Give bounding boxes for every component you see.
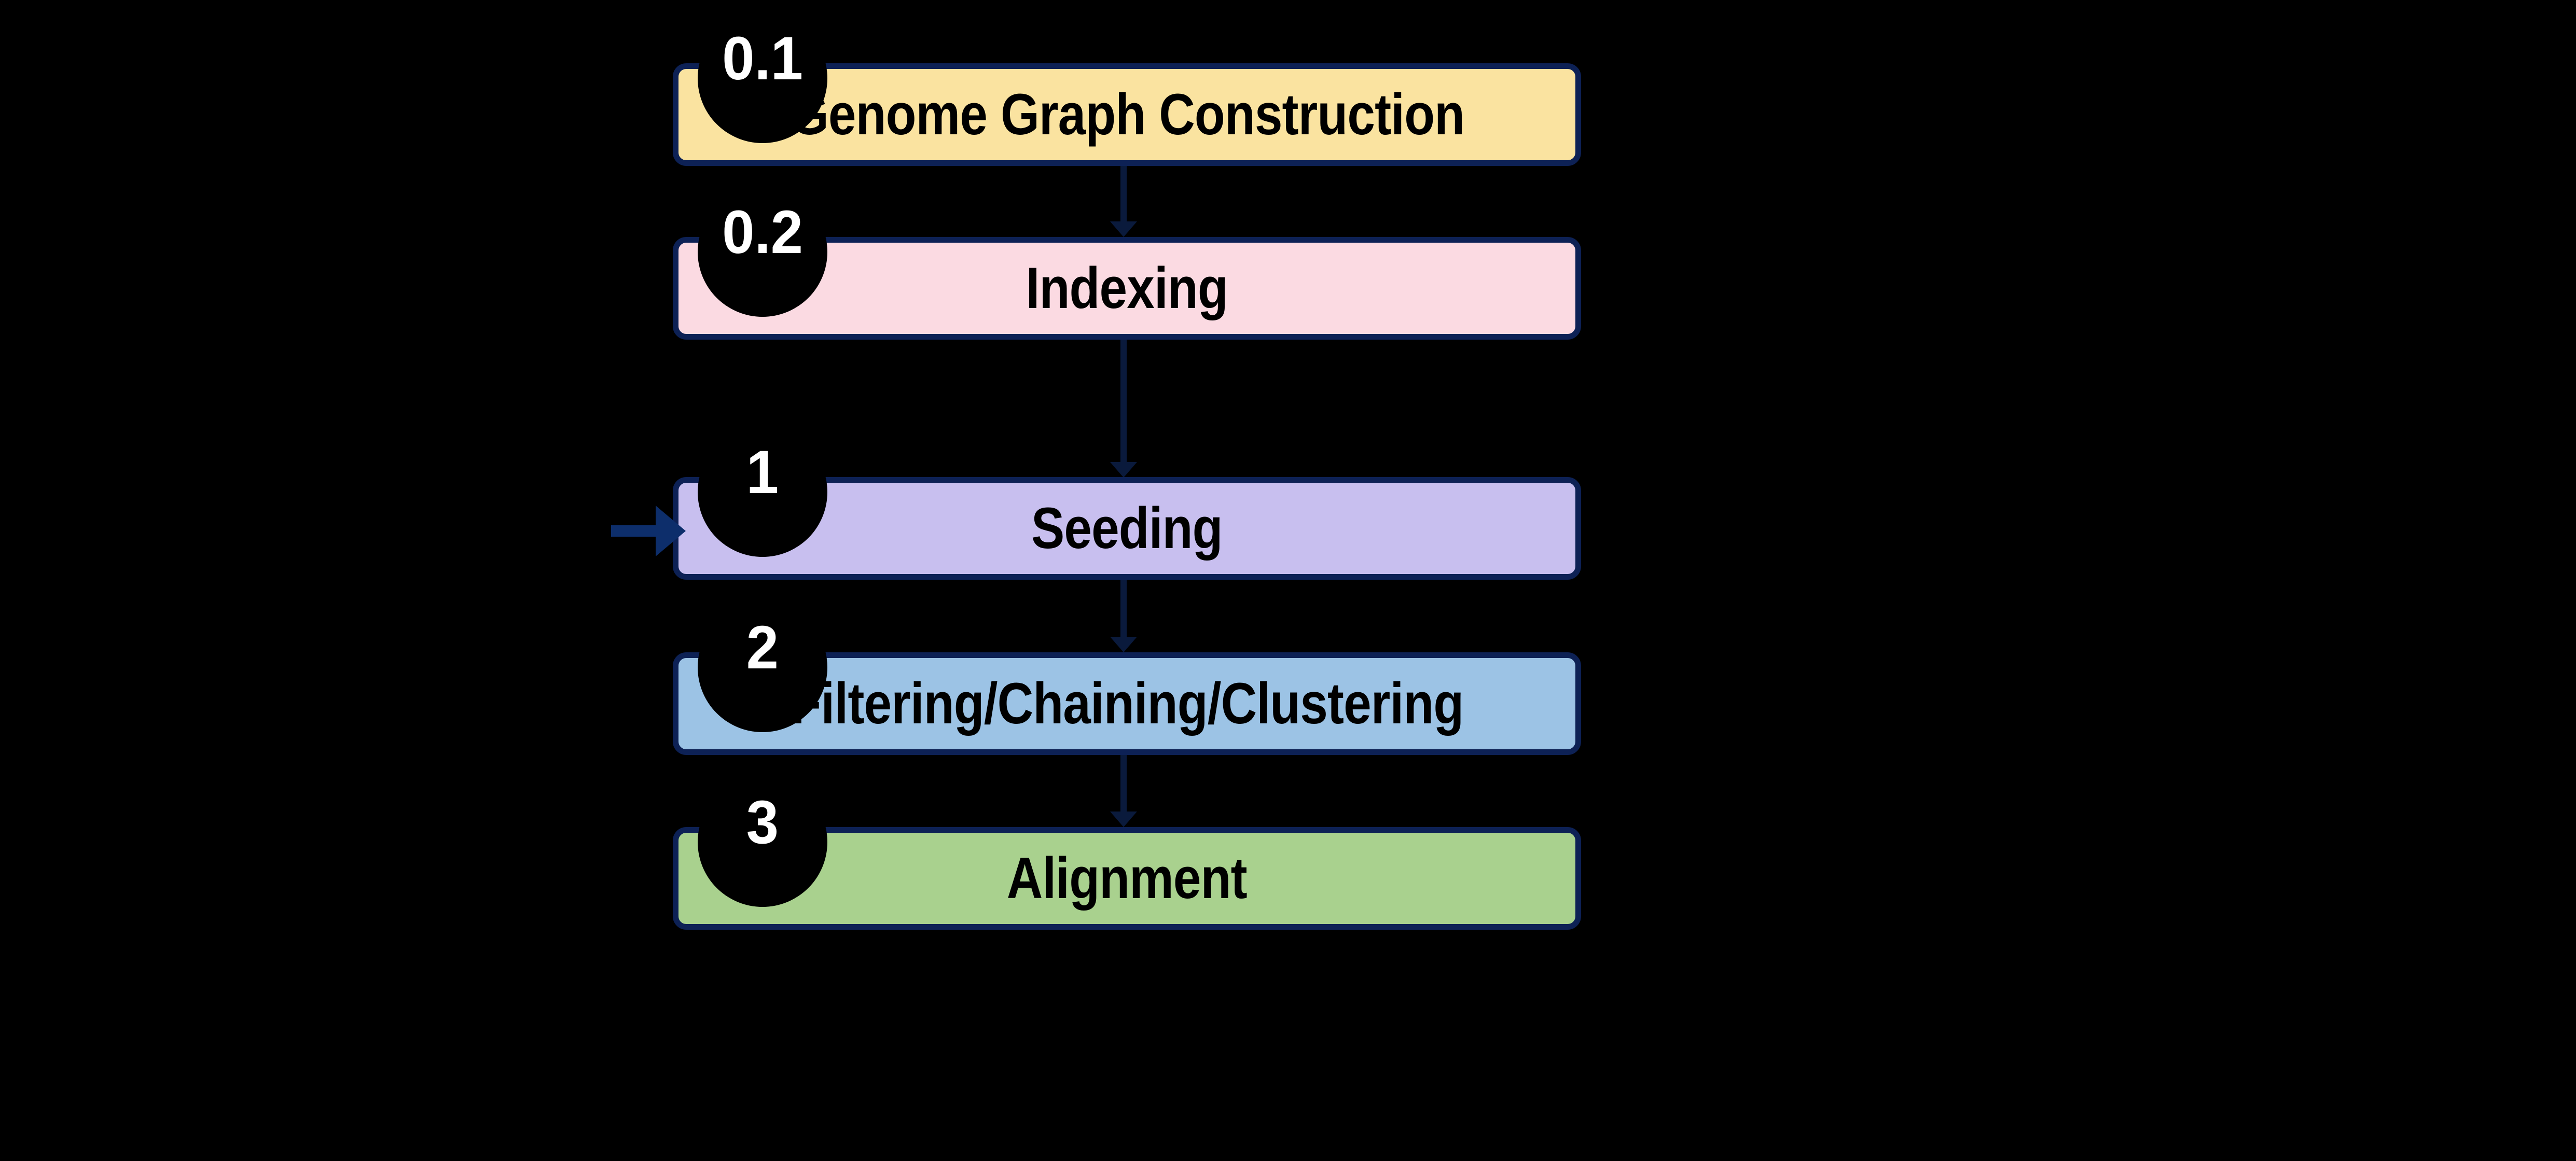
pipeline-stage-seeding[interactable]: Seeding 1 xyxy=(673,427,1581,580)
stage-label: Seeding xyxy=(1031,496,1223,561)
pipeline-stage-genome-graph-construction[interactable]: Genome Graph Construction 0.1 xyxy=(673,13,1581,166)
pipeline-stage-alignment[interactable]: Alignment 3 xyxy=(673,777,1581,930)
stage-box[interactable]: Alignment xyxy=(673,827,1581,930)
pipeline-stage-indexing[interactable]: Indexing 0.2 xyxy=(673,187,1581,340)
stage-label: Genome Graph Construction xyxy=(790,82,1464,147)
stage-box[interactable]: Indexing xyxy=(673,237,1581,340)
arrow-shaft xyxy=(611,525,656,537)
input-arrow-icon xyxy=(611,506,686,556)
stage-label: Alignment xyxy=(1006,846,1248,911)
connector-0.1-to-0.2 xyxy=(1120,165,1127,223)
stage-box[interactable]: Filtering/Chaining/Clustering xyxy=(673,652,1581,755)
stage-label: Filtering/Chaining/Clustering xyxy=(791,671,1464,736)
connector-0.2-to-1 xyxy=(1120,340,1127,464)
stage-box[interactable]: Seeding xyxy=(673,477,1581,580)
stage-box[interactable]: Genome Graph Construction xyxy=(673,63,1581,166)
connector-1-to-2 xyxy=(1120,580,1127,639)
arrow-head xyxy=(656,506,686,556)
pipeline-stage-filtering-chaining-clustering[interactable]: Filtering/Chaining/Clustering 2 xyxy=(673,603,1581,755)
connector-2-to-3 xyxy=(1120,755,1127,814)
stage-label: Indexing xyxy=(1026,256,1228,320)
